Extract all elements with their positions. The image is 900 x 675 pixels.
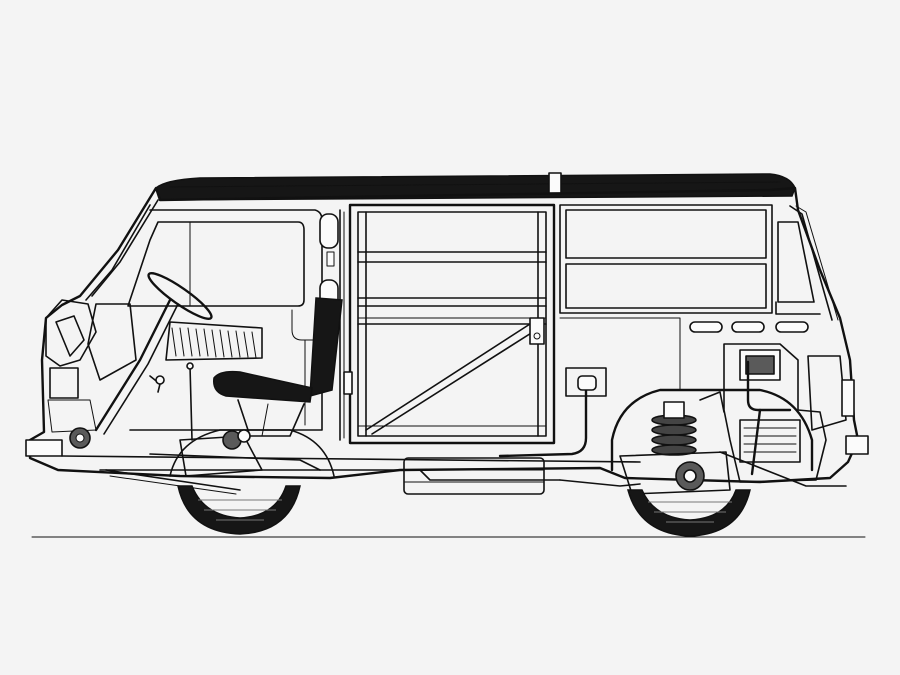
rear-engine (619, 343, 869, 495)
van-body (28, 172, 860, 484)
rear-wheel-arch (610, 388, 814, 472)
sliding-door (343, 203, 556, 445)
underbody (61, 429, 641, 495)
front-end (25, 272, 263, 457)
steering-wheel (147, 272, 213, 320)
front-door-window (127, 221, 305, 307)
rear-coil-spring (651, 414, 697, 456)
front-wheel (177, 485, 301, 535)
windshield (91, 199, 159, 297)
roof (155, 173, 796, 201)
steering-column (94, 298, 172, 432)
rear-side-windows (559, 204, 773, 314)
dashboard (165, 321, 263, 361)
fuel-filler-pipe (498, 382, 588, 458)
rear-wheel (627, 489, 751, 537)
rear-corner-window (777, 221, 815, 303)
driver-seat (213, 297, 343, 437)
front-wheel-arch (169, 429, 335, 477)
fuel-tank (403, 457, 545, 495)
